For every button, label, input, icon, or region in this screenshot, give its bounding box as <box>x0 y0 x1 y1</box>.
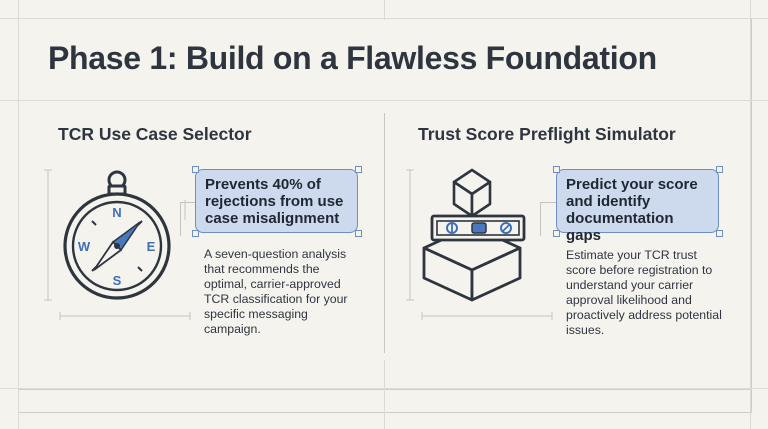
callout-handle <box>716 166 723 173</box>
callout-handle <box>553 230 560 237</box>
callout-handle <box>553 166 560 173</box>
connector-line <box>180 202 196 203</box>
guide-line <box>0 100 768 101</box>
rejection-stat-callout: Prevents 40% of rejections from use case… <box>195 169 358 233</box>
spirit-level-on-block-icon <box>402 160 562 330</box>
callout-handle <box>716 230 723 237</box>
callout-handle <box>192 166 199 173</box>
tcr-use-case-selector-description: A seven-question analysis that recommend… <box>204 247 348 336</box>
svg-text:S: S <box>113 273 122 288</box>
connector-line <box>180 202 181 236</box>
guide-line <box>750 0 751 429</box>
callout-text: Predict your score and identify document… <box>566 176 698 244</box>
connector-line <box>540 202 541 236</box>
trust-score-simulator-description: Estimate your TCR trust score before reg… <box>566 248 722 337</box>
predict-score-callout: Predict your score and identify document… <box>556 169 719 244</box>
trust-score-simulator-heading: Trust Score Preflight Simulator <box>418 124 676 144</box>
guide-line <box>384 360 385 429</box>
callout-handle <box>192 230 199 237</box>
column-divider <box>384 113 385 353</box>
svg-text:E: E <box>147 239 156 254</box>
callout-text: Prevents 40% of rejections from use case… <box>205 176 344 227</box>
tcr-use-case-selector-heading: TCR Use Case Selector <box>58 124 252 144</box>
svg-text:N: N <box>112 205 121 220</box>
connector-line <box>540 202 556 203</box>
compass-icon: N S W E <box>40 160 200 330</box>
page-title: Phase 1: Build on a Flawless Foundation <box>48 40 657 76</box>
guide-line <box>18 0 19 429</box>
callout-handle <box>355 166 362 173</box>
svg-text:W: W <box>78 239 91 254</box>
callout-handle <box>355 230 362 237</box>
guide-line <box>384 0 385 20</box>
